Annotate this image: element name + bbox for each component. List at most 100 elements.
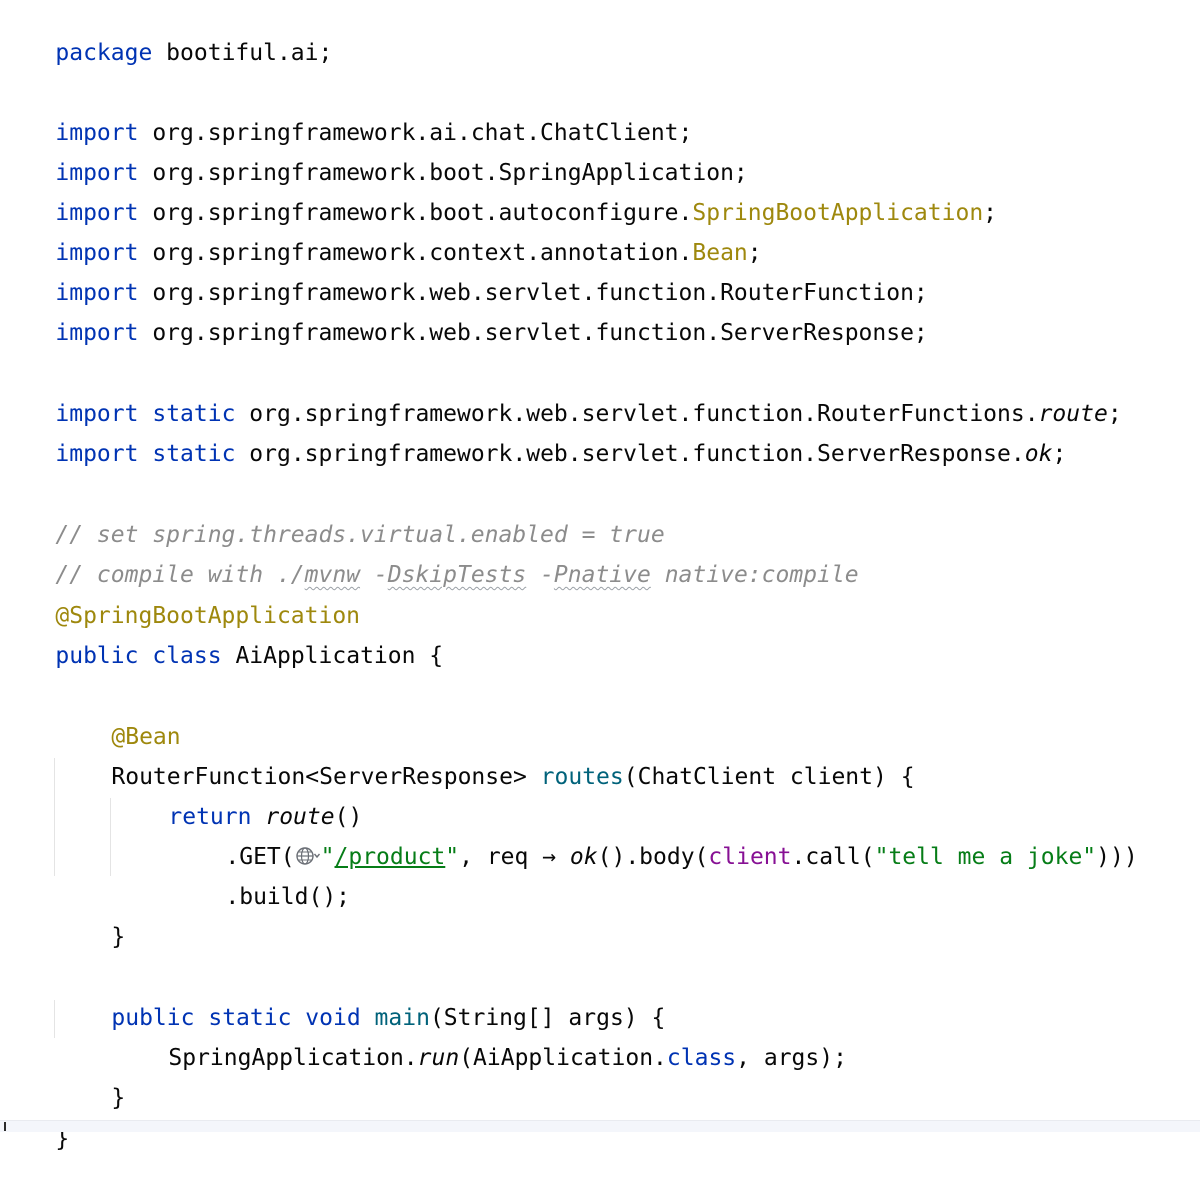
comment-text: // compile with ./	[55, 562, 305, 588]
comment-text: // set spring.threads.virtual.enabled = …	[55, 522, 665, 548]
semicolon: ;	[1052, 441, 1067, 467]
import-path: org.springframework.boot.SpringApplicati…	[138, 160, 748, 186]
code-line-comment[interactable]: // set spring.threads.virtual.enabled = …	[0, 475, 664, 548]
code-line-close-brace[interactable]: }	[56, 1038, 125, 1111]
method-name: main	[374, 1005, 430, 1031]
code-line-run[interactable]: SpringApplication.run(AiApplication.clas…	[113, 998, 847, 1071]
keyword: void	[305, 1005, 361, 1031]
code-line-method-declaration[interactable]: RouterFunction<ServerResponse> routes(Ch…	[56, 717, 914, 790]
code-editor[interactable]: package bootiful.ai; import org.springfr…	[0, 0, 1200, 1152]
lambda: , req →	[459, 844, 570, 870]
keyword: import	[55, 320, 139, 346]
run-args: (AiApplication.	[459, 1045, 667, 1071]
static-call: run	[417, 1045, 460, 1071]
static-call: ok	[569, 844, 598, 870]
keyword: import	[55, 200, 139, 226]
typo-word[interactable]: Pnative	[553, 562, 651, 588]
static-call: route	[265, 804, 335, 830]
parens: )))	[1096, 844, 1138, 870]
url-path-link[interactable]: /product	[334, 844, 446, 870]
keyword: static	[152, 441, 236, 467]
string-literal: "tell me a joke"	[874, 844, 1097, 870]
indent-guide	[54, 758, 55, 876]
semicolon: ;	[1107, 401, 1122, 427]
code-line-import[interactable]: import org.springframework.web.servlet.f…	[0, 233, 927, 306]
brace: }	[111, 924, 126, 950]
method-params: (String[] args) {	[429, 1005, 666, 1031]
static-member: ok	[1024, 441, 1053, 467]
indent-guide	[110, 798, 111, 876]
comment-text: native:compile	[650, 562, 859, 588]
brace: }	[111, 1085, 126, 1111]
code-line-import[interactable]: import org.springframework.boot.autoconf…	[0, 153, 997, 226]
keyword: class	[666, 1045, 737, 1071]
class-name: AiApplication {	[221, 643, 444, 669]
keyword: package	[55, 40, 153, 66]
code-line-import[interactable]: import org.springframework.boot.SpringAp…	[0, 113, 747, 186]
package-name: bootiful.ai;	[152, 40, 333, 66]
indent-guide	[54, 1000, 55, 1038]
annotation-class: Bean	[692, 240, 748, 266]
text-caret	[4, 1122, 6, 1131]
import-path: org.springframework.web.servlet.function…	[235, 401, 1039, 427]
class-ref: SpringApplication.	[168, 1045, 418, 1071]
keyword: import	[55, 120, 139, 146]
code-line-close-brace[interactable]: }	[0, 1079, 69, 1152]
code-line-return[interactable]: return route()	[113, 757, 362, 830]
field-ref: client	[708, 844, 792, 870]
annotation: @Bean	[111, 724, 181, 750]
globe-icon[interactable]	[295, 840, 321, 865]
code-line-class-declaration[interactable]: public class AiApplication {	[0, 596, 443, 669]
semicolon: ;	[983, 200, 998, 226]
code-line-import[interactable]: import org.springframework.web.servlet.f…	[0, 273, 927, 346]
import-path: org.springframework.ai.chat.ChatClient;	[138, 120, 693, 146]
keyword: public	[55, 643, 139, 669]
comment-text: -	[526, 562, 554, 588]
code-line-static-import[interactable]: import static org.springframework.web.se…	[0, 394, 1066, 467]
code-line-annotation[interactable]: @Bean	[56, 677, 180, 750]
call-method: .call(	[791, 844, 875, 870]
code-line-package[interactable]: package bootiful.ai;	[0, 0, 332, 66]
body-call: ().body(	[597, 844, 709, 870]
keyword: import	[55, 280, 139, 306]
code-line-close-brace[interactable]: }	[56, 877, 125, 950]
code-line-annotation[interactable]: @SpringBootApplication	[0, 556, 360, 629]
keyword: class	[152, 643, 222, 669]
code-line-method-declaration[interactable]: public static void main(String[] args) {	[56, 958, 665, 1031]
import-path: org.springframework.context.annotation.	[138, 240, 693, 266]
return-type: RouterFunction<ServerResponse>	[111, 764, 541, 790]
build-call: .build();	[225, 884, 351, 910]
keyword: import	[55, 240, 139, 266]
import-path: org.springframework.web.servlet.function…	[138, 280, 928, 306]
code-line-static-import[interactable]: import static org.springframework.web.se…	[0, 354, 1121, 427]
method-params: (ChatClient client) {	[623, 764, 915, 790]
keyword: import	[55, 401, 139, 427]
chevron-down-icon	[313, 853, 320, 859]
import-path: org.springframework.web.servlet.function…	[235, 441, 1025, 467]
string-quote: "	[445, 844, 460, 870]
annotation-class: SpringBootApplication	[692, 200, 984, 226]
keyword: import	[55, 441, 139, 467]
import-path: org.springframework.boot.autoconfigure.	[138, 200, 693, 226]
code-line-get[interactable]: .GET("/product", req → ok().body(client.…	[170, 797, 1137, 870]
static-member: route	[1038, 401, 1108, 427]
annotation: @SpringBootApplication	[55, 603, 361, 629]
keyword: import	[55, 160, 139, 186]
typo-word[interactable]: DskipTests	[387, 562, 527, 588]
string-quote: "	[320, 844, 335, 870]
semicolon: ;	[747, 240, 762, 266]
keyword: static	[208, 1005, 292, 1031]
keyword: return	[168, 804, 252, 830]
code-line-comment[interactable]: // compile with ./mvnw -DskipTests -Pnat…	[0, 515, 858, 588]
get-call: .GET(	[225, 844, 295, 870]
code-line-import[interactable]: import org.springframework.ai.chat.ChatC…	[0, 73, 692, 146]
code-line-import[interactable]: import org.springframework.context.annot…	[0, 193, 761, 266]
typo-word[interactable]: mvnw	[304, 562, 361, 588]
method-name: routes	[540, 764, 624, 790]
run-args: , args);	[736, 1045, 847, 1071]
parens: ()	[334, 804, 363, 830]
editor-bottom-line	[0, 1120, 1200, 1132]
comment-text: -	[360, 562, 388, 588]
keyword: public	[111, 1005, 195, 1031]
code-line-build[interactable]: .build();	[170, 837, 350, 910]
